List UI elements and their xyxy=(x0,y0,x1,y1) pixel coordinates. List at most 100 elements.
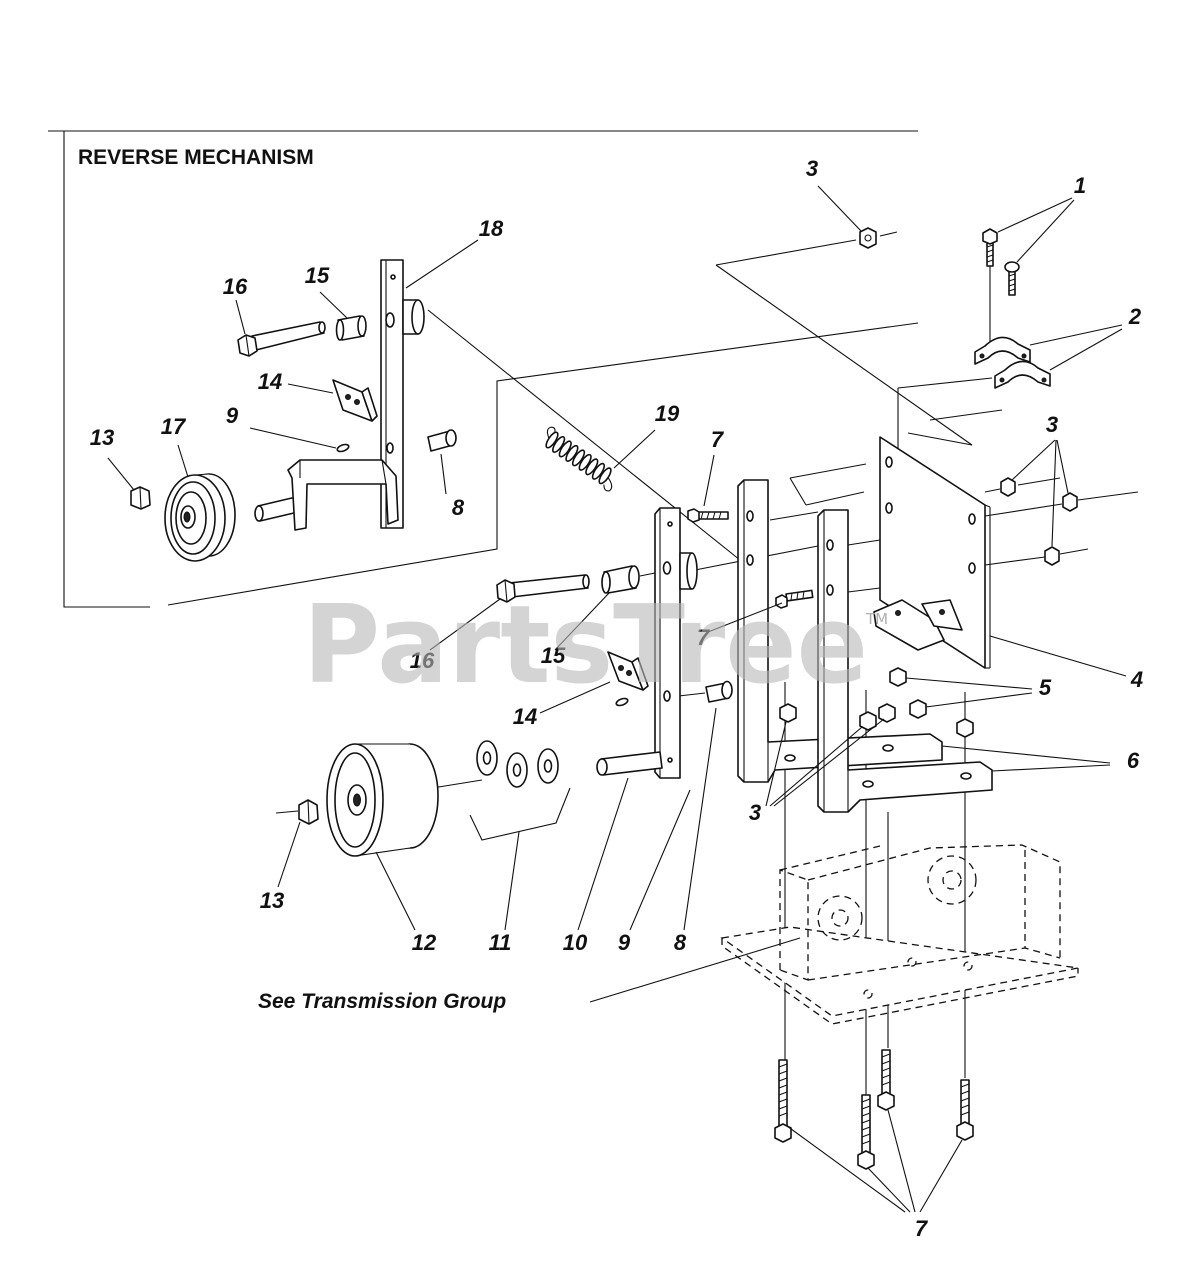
part-16-bolt xyxy=(496,574,590,603)
reverse-bracket-with-shaft-shape xyxy=(381,459,387,485)
part-14-bracket-inset-shape xyxy=(361,387,378,422)
main-leader-lines-shape xyxy=(629,789,691,931)
inset-title: REVERSE MECHANISM xyxy=(78,146,314,169)
transmission-group-outline-shape xyxy=(807,844,1061,958)
callout-7-bottom: 7 xyxy=(915,1216,929,1241)
part-19-spring-shape-shape xyxy=(545,431,559,449)
part-2-clamps-shape xyxy=(999,377,1005,383)
part-4-mounting-plate-shape xyxy=(885,502,893,514)
part-1-bolts-shape xyxy=(1004,261,1020,273)
part-9-bar xyxy=(654,507,698,779)
transmission-group-outline-shape xyxy=(720,926,1079,1017)
main-leader-lines-shape xyxy=(1011,439,1056,481)
main-leader-lines-shape xyxy=(577,777,629,931)
part-1-bolts-shape xyxy=(982,228,998,245)
transmission-group-outline-shape xyxy=(927,855,977,905)
part-16-bolt-inset xyxy=(237,321,326,357)
callout-15-inset: 15 xyxy=(305,263,330,288)
main-leader-lines-shape xyxy=(941,745,1111,764)
callout-6: 6 xyxy=(1127,748,1140,773)
part-16-bolt-inset-shape xyxy=(318,321,326,334)
part-9-cotter-pin-inset-shape xyxy=(336,443,350,453)
part-2-clamps-shape xyxy=(974,336,1031,365)
part-9-bar-shape xyxy=(663,690,671,702)
part-3-nuts-right xyxy=(1000,477,1078,566)
callout-10: 10 xyxy=(563,930,588,955)
main-leader-lines-shape xyxy=(887,1109,916,1213)
part-3-nuts-right-shape xyxy=(1044,546,1060,566)
part-19-spring-shape-shape xyxy=(591,462,606,480)
transmission-group-outline-shape xyxy=(907,957,917,967)
callout-16: 16 xyxy=(410,648,435,673)
part-19-spring xyxy=(545,426,613,492)
alignment-lines-shape xyxy=(639,572,656,577)
part-2-clamps-shape xyxy=(994,360,1051,389)
part-4-mounting-plate-shape xyxy=(885,456,893,468)
part-16-bolt-shape xyxy=(504,579,508,603)
part-1-bolts-shape xyxy=(1008,273,1016,292)
alignment-lines-shape xyxy=(879,231,898,237)
alignment-lines-shape xyxy=(1059,548,1089,555)
part-18-bar-shape xyxy=(390,274,396,280)
part-10-shaft xyxy=(596,751,663,776)
callout-13-inset: 13 xyxy=(90,425,114,450)
part-7-bolts-bottom xyxy=(774,1049,974,1170)
main-leader-lines-shape xyxy=(554,591,611,651)
inset-leader-lines-shape xyxy=(177,444,189,478)
part-17-pulley xyxy=(164,473,236,562)
main-leader-lines-shape xyxy=(504,831,520,931)
frame-lines xyxy=(48,130,919,608)
alignment-lines-shape xyxy=(1017,477,1061,486)
alignment-lines-shape xyxy=(984,488,1001,493)
part-8-clevis-pin-inset-shape xyxy=(445,429,457,447)
part-4-mounting-plate-shape xyxy=(895,610,901,616)
main-leader-lines-shape xyxy=(277,821,301,888)
main-leader-lines-shape xyxy=(703,454,715,507)
callout-9-inset: 9 xyxy=(226,403,239,428)
channel-brackets-shape xyxy=(882,744,894,752)
main-assembly xyxy=(275,185,1139,1213)
alignment-lines-shape xyxy=(1077,491,1139,501)
reverse-bracket-with-shaft xyxy=(254,459,399,531)
alignment-lines-shape xyxy=(984,503,1063,517)
part-10-shaft-shape xyxy=(600,751,663,776)
callout-15: 15 xyxy=(541,643,566,668)
part-14-bracket-inset-shape xyxy=(345,394,351,400)
alignment-lines-shape xyxy=(275,810,299,814)
callout-16-inset: 16 xyxy=(223,274,248,299)
reverse-mechanism-inset xyxy=(107,239,741,562)
callout-4: 4 xyxy=(1130,667,1143,692)
callout-2: 2 xyxy=(1128,304,1142,329)
part-1-bolts xyxy=(982,228,1020,296)
part-4-mounting-plate-shape xyxy=(968,513,976,525)
part-11-washers-shape xyxy=(512,763,522,777)
part-9-cotter-pin-inset xyxy=(336,443,350,453)
part-13-nut-inset xyxy=(130,486,151,510)
part-7-bolt-upper xyxy=(687,508,729,523)
inset-leader-lines-shape xyxy=(249,427,337,449)
part-3-nuts-lower-shape xyxy=(956,718,974,738)
part-19-spring-shape-shape xyxy=(598,467,612,485)
part-13-nut-inset-shape xyxy=(139,486,142,510)
part-18-bar-shape xyxy=(385,312,395,328)
part-15-spacer-shape xyxy=(628,565,640,589)
main-leader-lines-shape xyxy=(989,635,1127,677)
part-14-bracket-inset-shape xyxy=(354,399,360,405)
channel-brackets-shape xyxy=(826,539,834,551)
callout-3-top: 3 xyxy=(806,156,818,181)
channel-brackets-shape xyxy=(826,584,834,596)
callout-8-inset: 8 xyxy=(452,495,465,520)
channel-brackets-shape xyxy=(746,510,754,522)
watermark-text: PartsTree xyxy=(303,583,868,708)
part-2-clamps xyxy=(974,336,1051,389)
part-16-bolt-inset-shape xyxy=(251,321,325,351)
main-leader-lines-shape xyxy=(765,721,787,807)
part-14-bracket xyxy=(607,651,649,691)
part-18-bar xyxy=(380,259,425,529)
watermark-trademark: TM xyxy=(865,610,888,628)
part-7-bolts-bottom-shape xyxy=(956,1121,974,1141)
part-3-nuts-lower-shape xyxy=(779,703,797,723)
channel-brackets-shape xyxy=(746,554,754,566)
alignment-lines-shape xyxy=(847,539,881,546)
